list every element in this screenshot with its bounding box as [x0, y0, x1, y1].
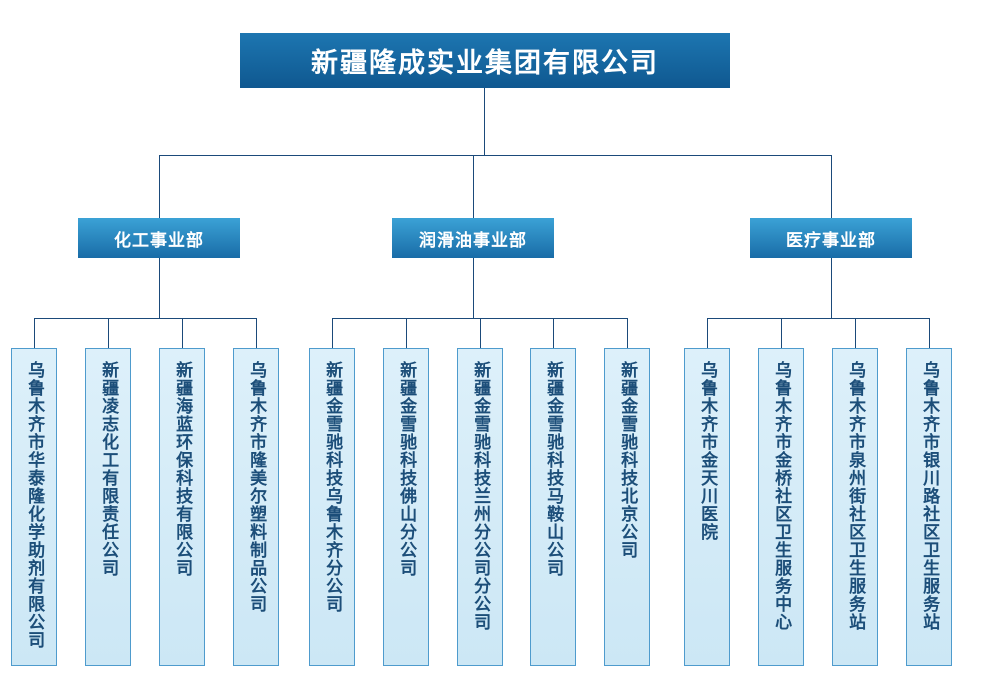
dept-label: 化工事业部	[114, 230, 204, 250]
connector-line	[256, 318, 257, 348]
subsidiary-box: 新疆金雪驰科技佛山分公司	[383, 348, 429, 666]
subsidiary-box: 新疆凌志化工有限责任公司	[85, 348, 131, 666]
connector-line	[484, 88, 485, 155]
connector-line	[34, 318, 257, 319]
connector-line	[855, 318, 856, 348]
subsidiary-box: 新疆金雪驰科技乌鲁木齐分公司	[309, 348, 355, 666]
subsidiary-name: 乌鲁木齐市金天川医院	[698, 361, 718, 541]
connector-line	[831, 155, 832, 218]
subsidiary-name: 新疆凌志化工有限责任公司	[99, 361, 119, 577]
subsidiary-box: 乌鲁木齐市金天川医院	[684, 348, 730, 666]
subsidiary-name: 乌鲁木齐市金桥社区卫生服务中心	[772, 361, 792, 631]
subsidiary-box: 乌鲁木齐市华泰隆化学助剂有限公司	[11, 348, 57, 666]
subsidiary-name: 乌鲁木齐市泉州街社区卫生服务站	[846, 361, 866, 631]
connector-line	[473, 258, 474, 318]
connector-line	[831, 258, 832, 318]
subsidiary-name: 乌鲁木齐市华泰隆化学助剂有限公司	[25, 361, 45, 649]
subsidiary-name: 乌鲁木齐市隆美尔塑料制品公司	[247, 361, 267, 613]
connector-line	[182, 318, 183, 348]
subsidiary-box: 新疆金雪驰科技兰州分公司分公司	[457, 348, 503, 666]
connector-line	[707, 318, 930, 319]
connector-line	[480, 318, 481, 348]
connector-line	[406, 318, 407, 348]
connector-line	[781, 318, 782, 348]
connector-line	[553, 318, 554, 348]
connector-line	[627, 318, 628, 348]
subsidiary-name: 新疆金雪驰科技马鞍山公司	[544, 361, 564, 577]
subsidiary-name: 新疆金雪驰科技北京公司	[618, 361, 638, 559]
root-company-title: 新疆隆成实业集团有限公司	[311, 48, 659, 78]
connector-line	[159, 155, 832, 156]
connector-line	[159, 155, 160, 218]
subsidiary-name: 乌鲁木齐市银川路社区卫生服务站	[920, 361, 940, 631]
subsidiary-box: 乌鲁木齐市泉州街社区卫生服务站	[832, 348, 878, 666]
dept-box-lubricant: 润滑油事业部	[392, 218, 554, 258]
subsidiary-name: 新疆金雪驰科技兰州分公司分公司	[471, 361, 491, 631]
subsidiary-name: 新疆金雪驰科技佛山分公司	[397, 361, 417, 577]
connector-line	[34, 318, 35, 348]
dept-label: 润滑油事业部	[419, 230, 527, 250]
connector-line	[707, 318, 708, 348]
connector-line	[473, 155, 474, 218]
subsidiary-box: 乌鲁木齐市银川路社区卫生服务站	[906, 348, 952, 666]
dept-box-chemical: 化工事业部	[78, 218, 240, 258]
root-company-box: 新疆隆成实业集团有限公司	[240, 33, 730, 88]
connector-line	[159, 258, 160, 318]
subsidiary-box: 新疆海蓝环保科技有限公司	[159, 348, 205, 666]
connector-line	[332, 318, 333, 348]
subsidiary-box: 乌鲁木齐市隆美尔塑料制品公司	[233, 348, 279, 666]
dept-label: 医疗事业部	[786, 230, 876, 250]
subsidiary-name: 新疆海蓝环保科技有限公司	[173, 361, 193, 577]
connector-line	[929, 318, 930, 348]
dept-box-medical: 医疗事业部	[750, 218, 912, 258]
connector-line	[108, 318, 109, 348]
subsidiary-box: 新疆金雪驰科技北京公司	[604, 348, 650, 666]
subsidiary-name: 新疆金雪驰科技乌鲁木齐分公司	[323, 361, 343, 613]
subsidiary-box: 新疆金雪驰科技马鞍山公司	[530, 348, 576, 666]
subsidiary-box: 乌鲁木齐市金桥社区卫生服务中心	[758, 348, 804, 666]
